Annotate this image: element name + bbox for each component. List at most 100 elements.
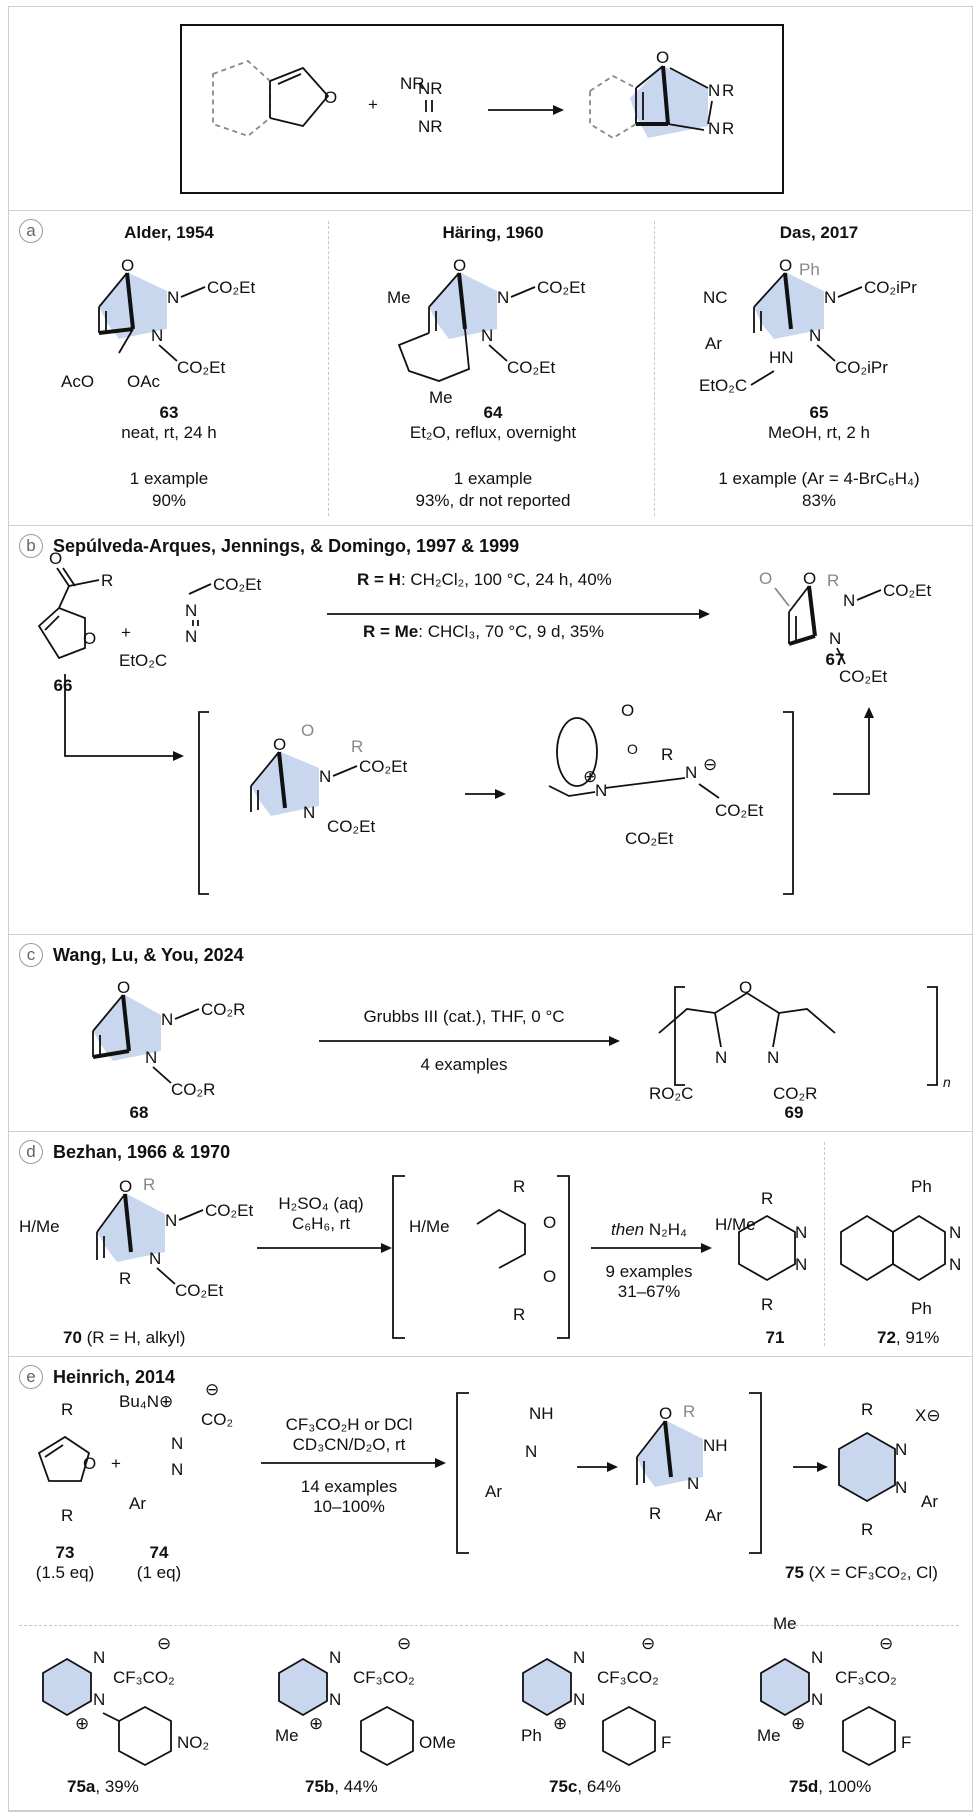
svg-text:N: N: [93, 1690, 105, 1709]
svg-text:Me: Me: [387, 288, 411, 307]
svg-text:CO₂Et: CO₂Et: [537, 278, 585, 297]
svg-text:N: N: [573, 1648, 585, 1667]
svg-text:N: N: [319, 767, 331, 786]
isobenzofuran-structure: O: [269, 66, 337, 128]
haring-title: Häring, 1960: [442, 223, 544, 242]
svg-text:O: O: [121, 256, 134, 275]
compound-75-structure: RR NN X⊖ Ar: [838, 1400, 941, 1539]
svg-text:CO₂Et: CO₂Et: [839, 667, 887, 686]
panel-c-title: Wang, Lu, & You, 2024: [53, 945, 244, 965]
svg-text:N: N: [949, 1255, 961, 1274]
svg-text:CF₃CO₂: CF₃CO₂: [113, 1668, 175, 1687]
svg-text:CF₃CO₂: CF₃CO₂: [597, 1668, 659, 1687]
panel-e-conditions-b: CD₃CN/D₂O, rt: [292, 1435, 406, 1454]
dicarbonyl-intermediate-structure: H/Me RO OR: [409, 1177, 556, 1324]
svg-text:CO₂Et: CO₂Et: [883, 581, 931, 600]
compound-68-structure: O N CO₂R N CO₂R: [92, 978, 245, 1099]
svg-text:O: O: [301, 721, 314, 740]
compound-68-label: 68: [129, 1103, 149, 1122]
compound-74-equiv: (1 eq): [136, 1563, 182, 1582]
svg-text:CO₂R: CO₂R: [171, 1080, 215, 1099]
svg-text:N: N: [824, 288, 836, 307]
svg-text:O: O: [779, 256, 792, 275]
svg-text:R: R: [827, 571, 839, 590]
panel-label-b: b: [19, 534, 43, 558]
svg-text:O: O: [759, 569, 772, 588]
compound-66-label: 66: [53, 676, 73, 695]
svg-text:N: N: [573, 1690, 585, 1709]
svg-text:N: N: [795, 1255, 807, 1274]
compound-71-label: 71: [765, 1328, 785, 1347]
svg-text:+: +: [368, 95, 378, 114]
svg-text:Ar: Ar: [705, 1506, 722, 1525]
svg-text:CO₂R: CO₂R: [201, 1000, 245, 1019]
svg-text:⊖: ⊖: [205, 1380, 219, 1399]
svg-text:N: N: [687, 1474, 699, 1493]
compound-70-label: 70 (R = H, alkyl): [63, 1328, 186, 1347]
panel-c-conditions: Grubbs III (cat.), THF, 0 °C: [363, 1007, 565, 1026]
compound-64-yield: 93%, dr not reported: [415, 491, 571, 510]
svg-text:R: R: [649, 1504, 661, 1523]
svg-text:Ar: Ar: [129, 1494, 146, 1513]
condition-r-me: R = Me: CHCl₃, 70 °C, 9 d, 35%: [363, 622, 604, 641]
compound-65-examples: 1 example (Ar = 4-BrC₆H₄): [718, 469, 920, 488]
svg-text:R: R: [722, 81, 734, 100]
compound-73-equiv: (1.5 eq): [35, 1563, 95, 1582]
svg-text:O: O: [543, 1267, 556, 1286]
compound-75a-structure: NN CF₃CO₂⊖ ⊕: [42, 1634, 175, 1767]
svg-text:R: R: [513, 1305, 525, 1324]
svg-text:CO₂Et: CO₂Et: [327, 817, 375, 836]
alder-title: Alder, 1954: [124, 223, 214, 242]
svg-text:R: R: [61, 1400, 73, 1419]
svg-text:EtO₂C: EtO₂C: [699, 376, 747, 395]
compound-74-label: 74: [149, 1543, 169, 1562]
compound-75d-label: 75d, 100%: [789, 1777, 872, 1796]
svg-text:Me: Me: [275, 1726, 299, 1745]
svg-text:Ar: Ar: [485, 1482, 502, 1501]
step-1-conditions-a: H₂SO₄ (aq): [278, 1194, 364, 1213]
svg-text:CO₂R: CO₂R: [773, 1084, 817, 1103]
svg-text:N: N: [829, 629, 841, 648]
svg-text:CF₃CO₂: CF₃CO₂: [353, 1668, 415, 1687]
svg-text:⊖: ⊖: [157, 1634, 171, 1653]
compound-63-examples: 1 example: [129, 469, 209, 488]
svg-text:NH: NH: [703, 1436, 728, 1455]
svg-text:O: O: [119, 1177, 132, 1196]
panel-e-conditions-a: CF₃CO₂H or DCl: [285, 1415, 413, 1434]
compound-75a-label: 75a, 39%: [67, 1777, 139, 1796]
svg-text:Ph: Ph: [799, 260, 820, 279]
scheme-box: [180, 24, 784, 194]
compound-75b-substituent: OMe: [419, 1733, 456, 1752]
compound-74-structure: Bu₄N⊕ ⊖ CO₂ NN Ar: [119, 1380, 233, 1513]
panel-e-examples: 14 examples: [300, 1477, 398, 1496]
svg-text:⊕: ⊕: [791, 1714, 805, 1733]
svg-text:O: O: [453, 256, 466, 275]
panel-e-yield-range: 10–100%: [313, 1497, 385, 1516]
compound-75b-structure: NN CF₃CO₂⊖ ⊕Me: [275, 1634, 415, 1767]
svg-text:CO₂Et: CO₂Et: [715, 801, 763, 820]
svg-text:N: N: [708, 81, 720, 100]
svg-text:CO₂Et: CO₂Et: [507, 358, 555, 377]
r-group-top: NR: [400, 74, 425, 93]
compound-65-structure: O Ph NC Ar N CO₂iPr N CO₂iPr HN EtO₂C: [699, 256, 917, 395]
svg-text:O: O: [656, 48, 669, 67]
compound-64-structure: O Me N CO₂Et N CO₂Et Me: [387, 256, 585, 407]
svg-text:N: N: [165, 1211, 177, 1230]
svg-text:N: N: [329, 1648, 341, 1667]
svg-text:O: O: [273, 735, 286, 754]
svg-text:O: O: [659, 1404, 672, 1423]
svg-text:N: N: [171, 1460, 183, 1479]
svg-text:CF₃CO₂: CF₃CO₂: [835, 1668, 897, 1687]
svg-text:Me: Me: [429, 388, 453, 407]
svg-text:N: N: [895, 1440, 907, 1459]
svg-text:N: N: [715, 1048, 727, 1067]
svg-text:⊕: ⊕: [553, 1714, 567, 1733]
svg-text:CO₂Et: CO₂Et: [213, 575, 261, 594]
svg-text:N: N: [481, 326, 493, 345]
